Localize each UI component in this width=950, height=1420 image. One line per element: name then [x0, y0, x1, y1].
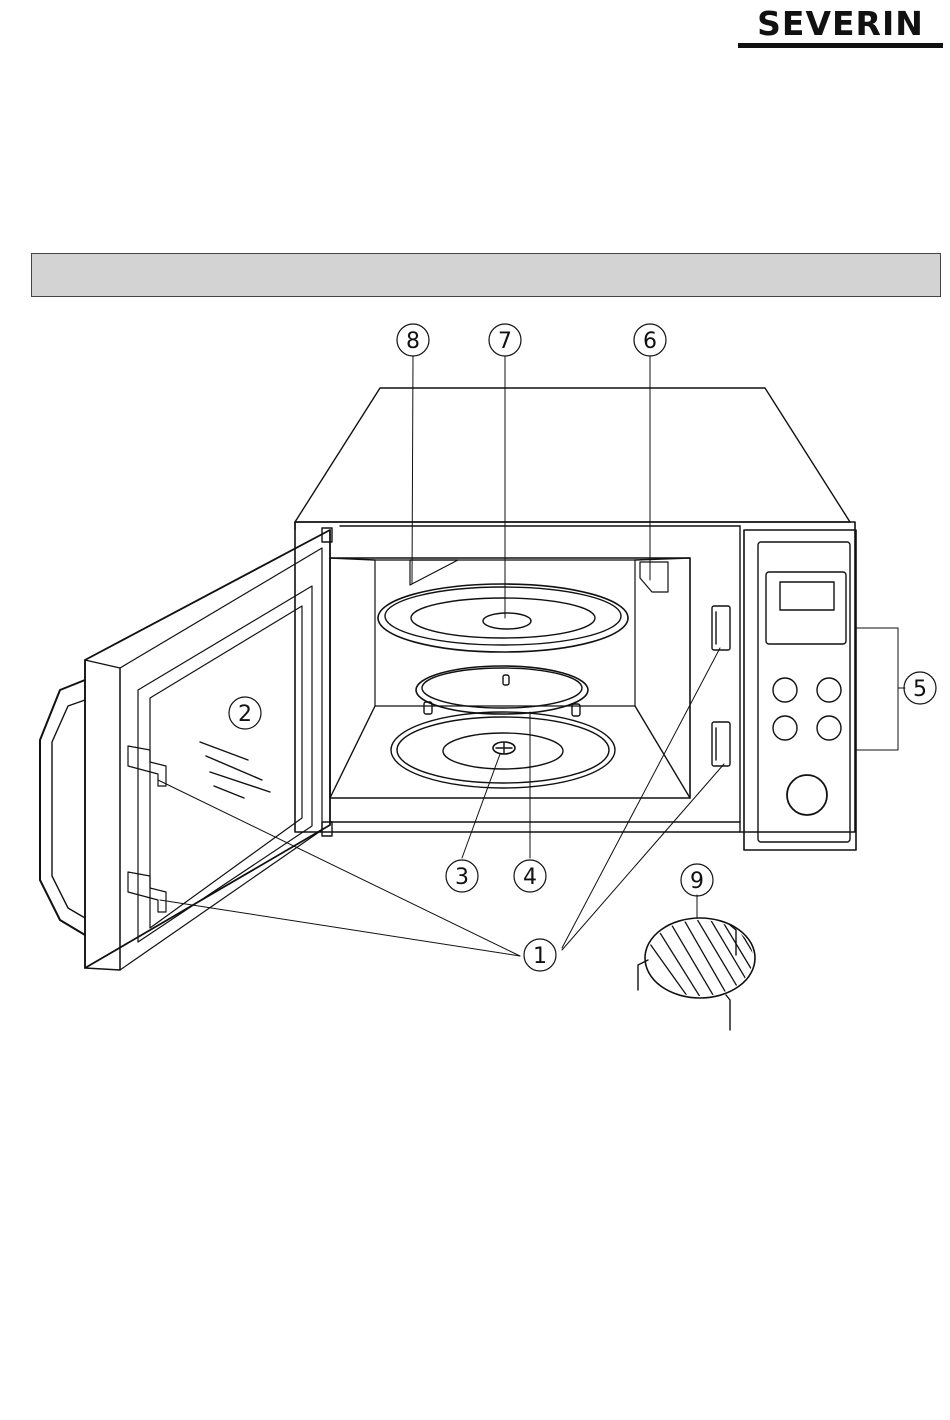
callout-3: 3: [446, 860, 478, 892]
roller-ring: [416, 666, 588, 716]
callout-9: 9: [681, 864, 713, 896]
callout-7-number: 7: [498, 329, 512, 354]
callout-8-number: 8: [406, 329, 420, 354]
oven-body: [295, 388, 855, 832]
callout-2-number: 2: [238, 702, 252, 727]
control-panel: [744, 530, 856, 850]
callout-5-number: 5: [913, 677, 927, 702]
callout-7: 7: [489, 324, 521, 356]
callout-4-number: 4: [523, 865, 537, 890]
callout-1-number: 1: [533, 944, 547, 969]
callout-6: 6: [634, 324, 666, 356]
callout-8: 8: [397, 324, 429, 356]
control-button: [773, 716, 797, 740]
control-button: [817, 716, 841, 740]
cavity-floor: [391, 712, 615, 788]
callout-1: 1: [524, 939, 556, 971]
callout-3-number: 3: [455, 865, 469, 890]
glass-turntable: [378, 584, 628, 652]
door-latch-lower: [128, 872, 166, 912]
grill-element-cover: [410, 560, 458, 585]
callout-4: 4: [514, 860, 546, 892]
door-latch-upper: [128, 746, 166, 786]
latch-opening-upper: [712, 606, 730, 650]
callout-9-number: 9: [690, 869, 704, 894]
latch-opening-lower: [712, 722, 730, 766]
waveguide-cover: [640, 562, 668, 592]
callout-2: 2: [229, 697, 261, 729]
callout-6-number: 6: [643, 329, 657, 354]
rotary-knob: [787, 775, 827, 815]
control-button: [817, 678, 841, 702]
grill-rack: [638, 902, 778, 1030]
door-window: [150, 606, 302, 928]
callout-5: 5: [904, 672, 936, 704]
control-button: [773, 678, 797, 702]
